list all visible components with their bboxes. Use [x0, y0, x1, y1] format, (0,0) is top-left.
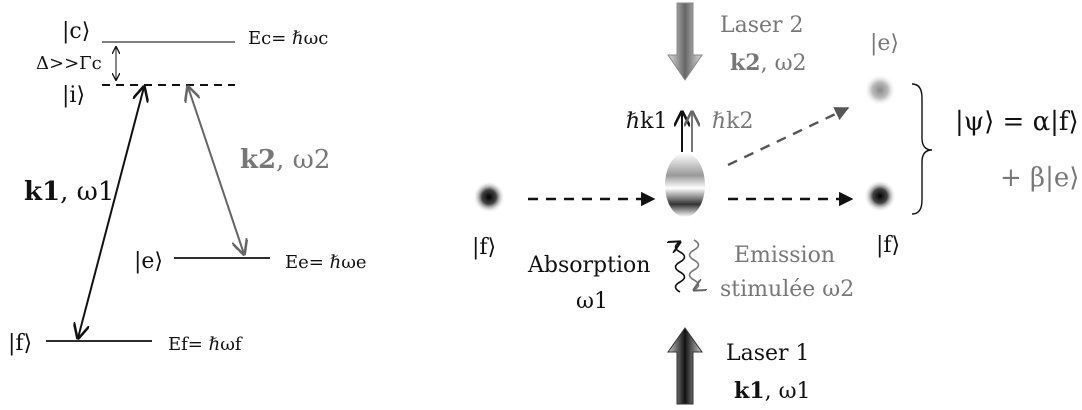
kick2-label: ℏk2	[712, 109, 754, 134]
k1-label: k1, ω1	[24, 177, 114, 207]
psi-line2: + β|e⟩	[1000, 163, 1079, 193]
psi-line1: |ψ⟩ = α|f⟩	[955, 107, 1079, 137]
atom-f-final	[864, 180, 896, 212]
level-c-energy: Ec= ℏωc	[248, 28, 328, 49]
level-f-energy: Ef= ℏωf	[168, 334, 243, 355]
laser2-arrow	[667, 2, 703, 81]
level-e-label: |e⟩	[134, 249, 163, 274]
atom-e-final	[864, 74, 896, 106]
path-e-arrow	[727, 106, 850, 167]
absorption-photon	[676, 242, 686, 293]
detuning-label: Δ>>Γc	[36, 53, 102, 74]
level-e-energy: Ee= ℏωe	[285, 252, 367, 273]
k2-transition-arrow	[188, 87, 244, 254]
atom-intermediate	[665, 153, 705, 217]
level-i-label: |i⟩	[62, 83, 85, 108]
label-e: |e⟩	[870, 31, 899, 56]
superposition-brace	[911, 83, 933, 215]
level-f-label: |f⟩	[8, 331, 32, 356]
laser1-params: k1, ω1	[734, 378, 811, 404]
laser2-params: k2, ω2	[730, 50, 807, 76]
label-f-left: |f⟩	[472, 235, 496, 260]
emission-line1: Emission	[734, 243, 835, 268]
kick1-label: ℏk1	[626, 109, 668, 134]
absorption-line1: Absorption	[527, 253, 650, 278]
absorption-line2: ω1	[576, 289, 608, 314]
laser1-title: Laser 1	[726, 341, 810, 366]
k1-transition-arrow	[78, 87, 144, 338]
laser1-arrow	[667, 327, 703, 405]
emission-line2: stimulée ω2	[720, 277, 854, 302]
k2-label: k2, ω2	[240, 145, 330, 175]
emission-photon	[688, 239, 699, 290]
energy-level-diagram: |c⟩ Ec= ℏωc |i⟩ Δ>>Γc |e⟩ Ee= ℏωe |f⟩ Ef…	[8, 19, 367, 356]
label-f-right: |f⟩	[876, 233, 900, 258]
level-c-label: |c⟩	[62, 19, 90, 44]
atom-f-initial	[473, 181, 505, 213]
laser2-title: Laser 2	[720, 13, 804, 38]
momentum-diagram: Laser 2 k2, ω2 Laser 1 k1, ω1 ℏk1 ℏk2 |f…	[472, 2, 1079, 405]
